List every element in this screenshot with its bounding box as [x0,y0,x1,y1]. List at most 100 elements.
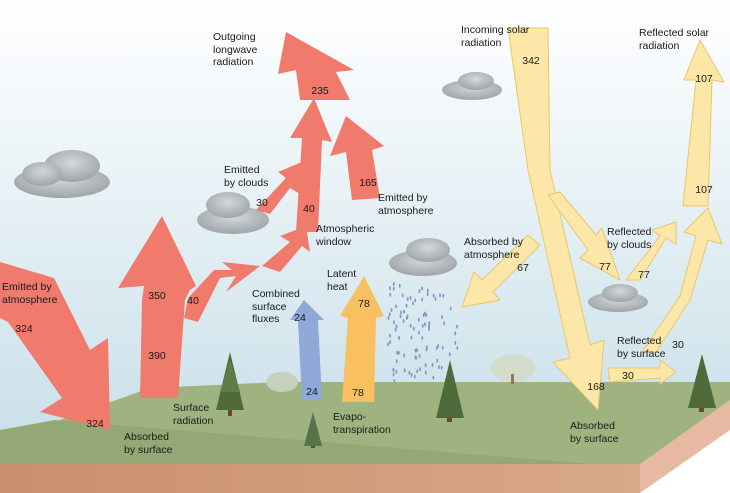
value-reflected-by-surface: 30 [622,370,634,382]
rain-drop [443,321,446,326]
tree-center [436,360,464,422]
rain-drop [395,304,397,309]
emitted-by-atmosphere-left-label: Emitted by atmosphere [2,281,58,306]
reflected-solar-label: Reflected solar radiation [639,27,710,52]
emitted-by-clouds-arrow [256,162,302,214]
outgoing-longwave-arrow [278,32,354,100]
rain-drop [442,293,445,298]
rain-drop [398,283,401,288]
absorbed-by-surface-right-label: Absorbed by surface [570,420,619,445]
rain-drop [403,309,405,314]
rain-drop [441,345,444,350]
rain-drop [401,293,404,298]
rain-drop [449,306,452,311]
rain-drop [395,359,398,364]
bush-center [266,372,298,392]
reflected-by-surface-arrow [607,359,677,385]
cloud-left [14,150,110,198]
rain-drop [398,336,400,340]
cloud-lower-right [588,284,648,312]
rain-drop [412,301,414,306]
rain-drop [399,314,402,319]
surface-radiation-label: Surface radiation [173,402,214,427]
rain-drop [432,375,435,380]
window-upper-arrow [262,226,310,272]
rain-drop [389,333,391,338]
rain-drop [394,327,397,332]
cloud-top-right [442,72,502,100]
rain-drop [403,353,406,358]
rain-drop [389,340,391,344]
atmospheric-window-label: Atmospheric window [316,223,375,248]
latent-heat-arrow [340,276,384,402]
value-outgoing-longwave: 235 [311,85,329,97]
rain-drop [421,323,424,328]
rain-drop [437,343,440,348]
rain-drop [416,369,419,374]
rain-drop [400,310,402,315]
rain-drop [412,326,415,331]
rain-drop [441,315,443,320]
rain-drop [414,355,417,360]
rain-drop [419,367,421,372]
rain-drop [395,324,398,329]
value-atmospheric-window: 40 [303,203,315,215]
rain-drop [393,320,395,325]
rain-drop [440,365,443,370]
emitted-by-clouds-label: Emitted by clouds [224,164,269,189]
emitted-by-atmosphere-arrow [330,116,384,200]
value-combined-fluxes-top: 24 [294,312,306,324]
surface-radiation-arrow [118,216,196,398]
rain-drop [389,292,392,297]
value-window-base: 40 [187,295,199,307]
value-absorbed-by-atmosphere: 67 [517,262,529,274]
rain-drop [402,319,405,323]
rain-drop [409,323,412,328]
rain-drop [426,292,429,297]
outgoing-longwave-label: Outgoing longwave radiation [213,31,258,68]
rain-drop [393,379,396,384]
rain-drop [396,350,399,355]
rain-drop [397,350,400,355]
reflected-by-surface-label: Reflected by surface [617,335,666,360]
value-reflected-solar-mid: 107 [695,184,713,196]
rain-drop [428,326,430,331]
rain-drop [456,345,459,350]
combined-surface-fluxes-label: Combined surface fluxes [252,288,300,325]
rain-drop [424,370,427,375]
reflected-solar-arrow [641,207,723,353]
value-latent-heat-top: 78 [358,298,370,310]
soil-front [0,464,640,493]
rain-drop [432,293,435,298]
rain-drop [421,336,424,341]
reflected-by-clouds-up-arrow [625,221,677,281]
rain-drop [418,289,421,293]
rain-drop [421,297,423,302]
rain-drop [418,353,421,358]
incoming-solar-arrow [507,27,605,411]
absorbed-by-surface-left-label: Absorbed by surface [124,431,173,456]
value-combined-fluxes-bottom: 24 [306,386,318,398]
reflected-solar-top-arrow [682,39,725,207]
rain-drop [421,286,424,291]
rain-drop [409,295,412,300]
soil-side [640,400,730,493]
absorbed-by-atmosphere-arrow [461,234,541,308]
rain-drop [422,313,425,318]
rain-drop [388,312,391,317]
value-absorbed-by-surface-right: 168 [587,381,605,393]
value-reflected-by-clouds-left: 77 [599,261,611,273]
value-emitted-by-atmosphere-upper: 165 [359,177,377,189]
rain-drop [403,368,406,373]
cloud-center [389,238,457,276]
incoming-solar-label: Incoming solar radiation [461,24,530,49]
rain-drop [406,315,409,320]
rain-drop [395,369,398,374]
rain-drop [418,330,420,335]
rain-drop [414,298,417,303]
rain-drop [416,348,418,353]
rain-drop [389,286,391,291]
rain-drop [387,342,389,347]
